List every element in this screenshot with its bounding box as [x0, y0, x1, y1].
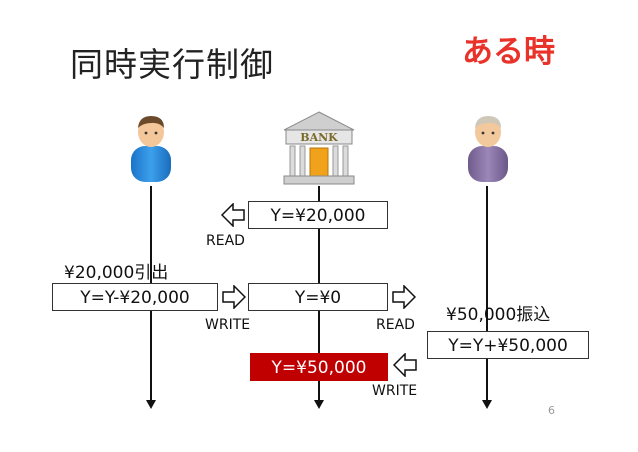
read-label-2: READ	[376, 317, 415, 333]
page-title: 同時実行制御	[70, 45, 274, 84]
page-number: 6	[548, 404, 555, 417]
lifeline-left-arrowhead	[146, 400, 156, 409]
deposit-operation: ¥50,000振込	[446, 305, 551, 325]
read-arrow-right-icon	[392, 285, 416, 309]
read-label-1: READ	[206, 233, 245, 249]
bank-value-after-withdraw: Y=¥0	[248, 283, 388, 311]
scenario-tag: ある時	[462, 34, 555, 70]
withdraw-operation: ¥20,000引出	[64, 263, 169, 283]
right-calculation: Y=Y+¥50,000	[427, 331, 589, 359]
left-calculation: Y=Y-¥20,000	[52, 283, 218, 311]
bank-icon: BANK	[283, 111, 355, 185]
person-left-icon	[131, 116, 171, 182]
write-arrow-right-icon	[222, 285, 246, 309]
write-label-2: WRITE	[372, 383, 418, 399]
lifeline-right-arrowhead	[482, 400, 492, 409]
bank-value-after-deposit: Y=¥50,000	[250, 353, 388, 381]
write-arrow-left-icon	[393, 353, 417, 377]
bank-sign: BANK	[300, 131, 338, 144]
lifeline-right	[486, 186, 488, 400]
write-label-1: WRITE	[205, 317, 251, 333]
read-arrow-left-icon	[221, 203, 245, 227]
bank-value-read: Y=¥20,000	[248, 201, 388, 229]
lifeline-bank-arrowhead	[314, 400, 324, 409]
person-right-icon	[468, 116, 508, 182]
